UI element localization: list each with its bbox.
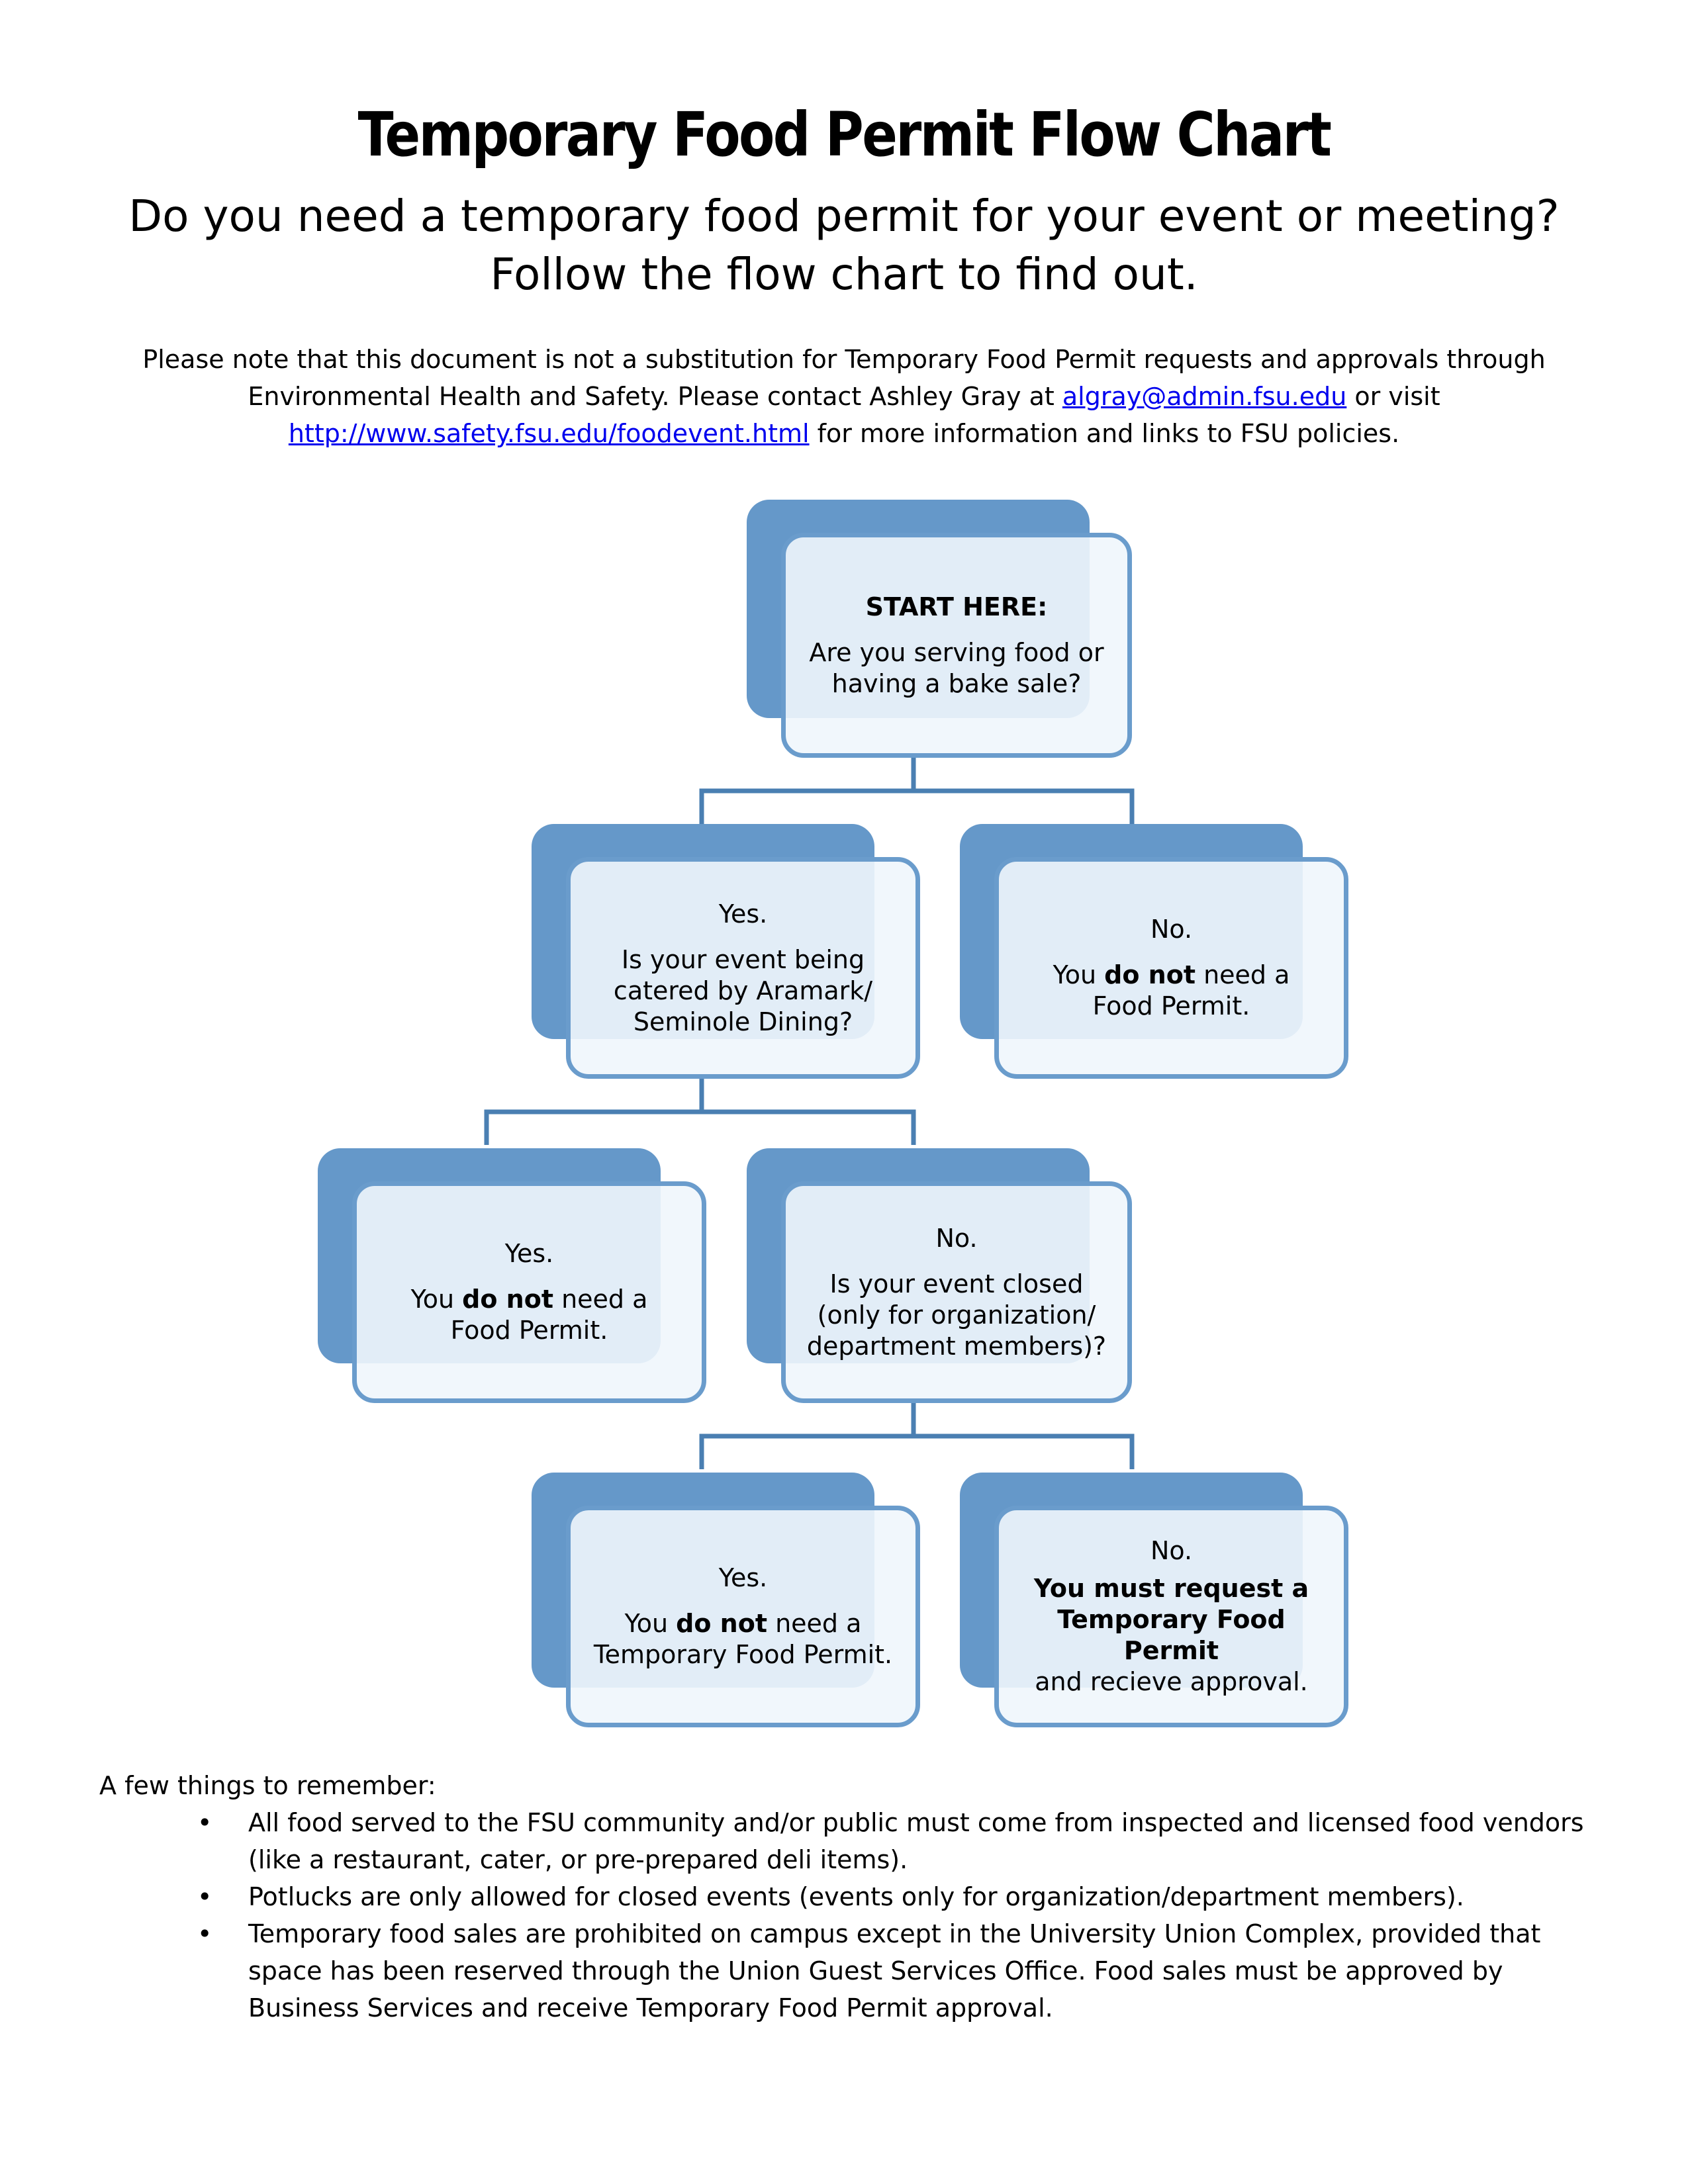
food-event-link[interactable]: http://www.safety.fsu.edu/foodevent.html (288, 419, 810, 448)
list-item: • Potlucks are only allowed for closed ev… (197, 1878, 1595, 1915)
list-item: • Temporary food sales are prohibited on … (197, 1915, 1595, 2026)
note-line-2-start: Environmental Health and Safety. Please … (248, 382, 1062, 411)
email-link[interactable]: algray@admin.fsu.edu (1062, 382, 1347, 411)
start-node: START HERE: Are you serving food or havi… (781, 533, 1132, 758)
bullet-icon: • (197, 1808, 212, 1837)
no1-post: need a Food Permit. (1092, 960, 1290, 1021)
yes2-node-heading: Yes. (504, 1239, 554, 1268)
connector-no2-to-level3 (699, 1403, 1135, 1469)
no3-bold: You must request a Temporary Food Permit (1033, 1574, 1309, 1665)
yes3-post: need a Temporary Food Permit. (593, 1609, 893, 1669)
no2-node-heading: No. (935, 1223, 978, 1253)
yes2-post: need a Food Permit. (450, 1285, 648, 1345)
no2-node: No. Is your event closed (only for organ… (781, 1181, 1132, 1403)
remember-section: A few things to remember: • All food serv… (99, 1767, 1595, 2026)
no2-node-question: Is your event closed (only for organizat… (806, 1269, 1107, 1361)
yes3-pre: You (624, 1609, 677, 1638)
remember-item-text: All food served to the FSU community and… (248, 1808, 1584, 1874)
no3-node-answer: You must request a Temporary Food Permit… (1019, 1573, 1324, 1698)
start-node-heading: START HERE: (865, 592, 1048, 621)
no3-node-heading: No. (1150, 1536, 1193, 1565)
no1-node-answer: You do not need a Food Permit. (1019, 960, 1324, 1022)
yes3-node-heading: Yes. (718, 1563, 768, 1592)
remember-list: • All food served to the FSU community an… (99, 1804, 1595, 2026)
subtitle-line-1: Do you need a temporary food permit for … (128, 191, 1560, 242)
list-item: • All food served to the FSU community an… (197, 1804, 1595, 1878)
no1-node: No. You do not need a Food Permit. (994, 857, 1348, 1079)
yes1-node-heading: Yes. (718, 899, 768, 929)
connector-yes1-to-level2 (484, 1079, 916, 1145)
yes1-node: Yes. Is your event being catered by Aram… (566, 857, 920, 1079)
remember-heading: A few things to remember: (99, 1771, 436, 1800)
yes3-node-answer: You do not need a Temporary Food Permit. (590, 1608, 896, 1670)
no3-post: and recieve approval. (1035, 1667, 1308, 1696)
no1-node-heading: No. (1150, 915, 1193, 944)
yes2-pre: You (410, 1285, 463, 1314)
remember-item-text: Temporary food sales are prohibited on c… (248, 1919, 1541, 2023)
no1-pre: You (1053, 960, 1105, 989)
yes1-node-question: Is your event being catered by Aramark/ … (613, 944, 873, 1036)
note-line-2-end: or visit (1346, 382, 1440, 411)
yes2-node-answer: You do not need a Food Permit. (377, 1284, 682, 1346)
yes2-bold: do not (462, 1285, 554, 1314)
yes3-bold: do not (676, 1609, 768, 1638)
yes3-node: Yes. You do not need a Temporary Food Pe… (566, 1506, 920, 1727)
yes2-node: Yes. You do not need a Food Permit. (352, 1181, 706, 1403)
note-line-3-end: for more information and links to FSU po… (809, 419, 1400, 448)
no1-bold: do not (1104, 960, 1196, 989)
connector-start-to-level1 (699, 758, 1135, 824)
no3-node: No. You must request a Temporary Food Pe… (994, 1506, 1348, 1727)
subtitle-line-2: Follow the flow chart to find out. (490, 249, 1198, 300)
start-node-question: Are you serving food or having a bake sa… (809, 637, 1104, 698)
note-line-1: Please note that this document is not a … (142, 345, 1546, 374)
disclaimer-note: Please note that this document is not a … (119, 341, 1569, 452)
bullet-icon: • (197, 1882, 212, 1911)
remember-item-text: Potlucks are only allowed for closed eve… (248, 1882, 1464, 1911)
bullet-icon: • (197, 1919, 212, 1948)
page-title: Temporary Food Permit Flow Chart (357, 99, 1332, 170)
